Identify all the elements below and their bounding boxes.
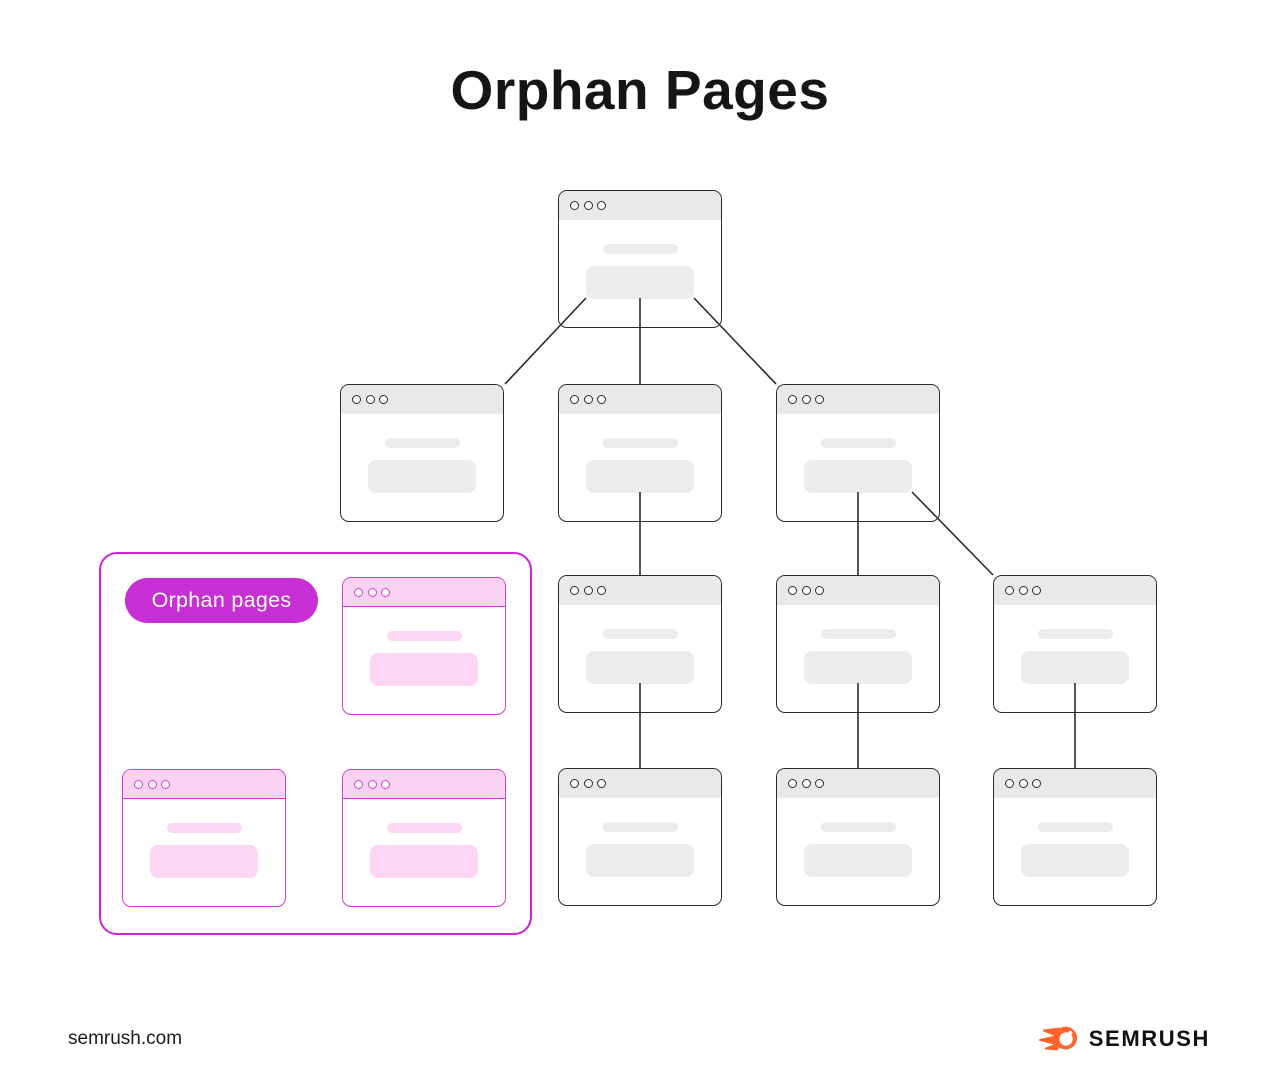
window-dot-icon bbox=[583, 201, 593, 210]
content-block-placeholder bbox=[586, 266, 694, 299]
window-dot-icon bbox=[381, 587, 390, 597]
window-dot-icon bbox=[147, 779, 157, 789]
orphan-pages-badge: Orphan pages bbox=[125, 578, 318, 623]
window-dot-icon bbox=[583, 586, 593, 595]
window-dot-icon bbox=[1018, 779, 1028, 788]
semrush-wordmark: SEMRUSH bbox=[1088, 1026, 1210, 1051]
window-dot-icon bbox=[1018, 586, 1028, 595]
content-block-placeholder bbox=[1021, 651, 1129, 684]
text-line-placeholder bbox=[602, 822, 678, 832]
browser-window-card-level3-d bbox=[993, 575, 1157, 713]
window-dot-icon bbox=[801, 779, 811, 788]
window-titlebar bbox=[559, 385, 721, 414]
content-block-placeholder bbox=[150, 845, 258, 878]
window-titlebar bbox=[994, 576, 1156, 605]
content-block-placeholder bbox=[370, 845, 478, 878]
browser-window-card-level2-a bbox=[340, 384, 504, 522]
browser-window-card-level4-b bbox=[558, 768, 722, 906]
window-dot-icon bbox=[815, 779, 824, 788]
window-titlebar bbox=[559, 576, 721, 605]
text-line-placeholder bbox=[820, 438, 896, 448]
browser-window-card-level2-b bbox=[558, 384, 722, 522]
browser-window-card-level4-d bbox=[993, 768, 1157, 906]
window-dot-icon bbox=[801, 586, 811, 595]
window-dot-icon bbox=[1005, 779, 1014, 788]
text-line-placeholder bbox=[1037, 629, 1113, 639]
text-line-placeholder bbox=[386, 823, 462, 833]
page-title: Orphan Pages bbox=[450, 59, 830, 121]
window-dot-icon bbox=[788, 586, 797, 595]
window-dot-icon bbox=[570, 586, 579, 595]
window-titlebar bbox=[777, 576, 939, 605]
window-dot-icon bbox=[161, 779, 170, 789]
text-line-placeholder bbox=[820, 629, 896, 639]
content-block-placeholder bbox=[804, 844, 912, 877]
content-block-placeholder bbox=[368, 460, 476, 493]
window-titlebar bbox=[777, 385, 939, 414]
window-dot-icon bbox=[354, 779, 363, 789]
semrush-flame-icon bbox=[1038, 1026, 1077, 1051]
browser-window-card-level4-c bbox=[776, 768, 940, 906]
content-block-placeholder bbox=[804, 460, 912, 493]
content-block-placeholder bbox=[586, 651, 694, 684]
semrush-logo: SEMRUSH bbox=[1038, 1020, 1210, 1058]
window-dot-icon bbox=[597, 779, 606, 788]
content-block-placeholder bbox=[586, 460, 694, 493]
content-block-placeholder bbox=[370, 653, 478, 686]
window-dot-icon bbox=[354, 587, 363, 597]
window-dot-icon bbox=[367, 779, 377, 789]
window-dot-icon bbox=[365, 395, 375, 404]
window-titlebar bbox=[559, 769, 721, 798]
window-dot-icon bbox=[1005, 586, 1014, 595]
window-titlebar bbox=[343, 578, 505, 607]
window-dot-icon bbox=[583, 395, 593, 404]
content-block-placeholder bbox=[586, 844, 694, 877]
window-dot-icon bbox=[352, 395, 361, 404]
window-titlebar bbox=[123, 770, 285, 799]
window-dot-icon bbox=[788, 779, 797, 788]
text-line-placeholder bbox=[602, 244, 678, 254]
browser-window-card-level2-c bbox=[776, 384, 940, 522]
window-dot-icon bbox=[134, 779, 143, 789]
browser-window-card-level3-b bbox=[558, 575, 722, 713]
window-dot-icon bbox=[583, 779, 593, 788]
text-line-placeholder bbox=[602, 438, 678, 448]
browser-window-card-home bbox=[558, 190, 722, 328]
window-dot-icon bbox=[381, 779, 390, 789]
text-line-placeholder bbox=[386, 631, 462, 641]
browser-window-card-orphan-3 bbox=[342, 769, 506, 907]
content-block-placeholder bbox=[1021, 844, 1129, 877]
window-dot-icon bbox=[815, 586, 824, 595]
browser-window-card-orphan-1 bbox=[342, 577, 506, 715]
source-url: semrush.com bbox=[68, 1028, 183, 1049]
window-titlebar bbox=[777, 769, 939, 798]
window-dot-icon bbox=[597, 395, 606, 404]
browser-window-card-level3-c bbox=[776, 575, 940, 713]
window-dot-icon bbox=[1032, 779, 1041, 788]
window-dot-icon bbox=[570, 395, 579, 404]
window-dot-icon bbox=[597, 201, 606, 210]
window-dot-icon bbox=[597, 586, 606, 595]
text-line-placeholder bbox=[602, 629, 678, 639]
window-dot-icon bbox=[801, 395, 811, 404]
content-block-placeholder bbox=[804, 651, 912, 684]
text-line-placeholder bbox=[1037, 822, 1113, 832]
window-dot-icon bbox=[815, 395, 824, 404]
window-dot-icon bbox=[570, 201, 579, 210]
window-dot-icon bbox=[570, 779, 579, 788]
window-dot-icon bbox=[788, 395, 797, 404]
window-titlebar bbox=[559, 191, 721, 220]
browser-window-card-orphan-2 bbox=[122, 769, 286, 907]
window-titlebar bbox=[341, 385, 503, 414]
text-line-placeholder bbox=[166, 823, 242, 833]
text-line-placeholder bbox=[820, 822, 896, 832]
window-dot-icon bbox=[367, 587, 377, 597]
window-titlebar bbox=[343, 770, 505, 799]
window-titlebar bbox=[994, 769, 1156, 798]
window-dot-icon bbox=[379, 395, 388, 404]
window-dot-icon bbox=[1032, 586, 1041, 595]
text-line-placeholder bbox=[384, 438, 460, 448]
